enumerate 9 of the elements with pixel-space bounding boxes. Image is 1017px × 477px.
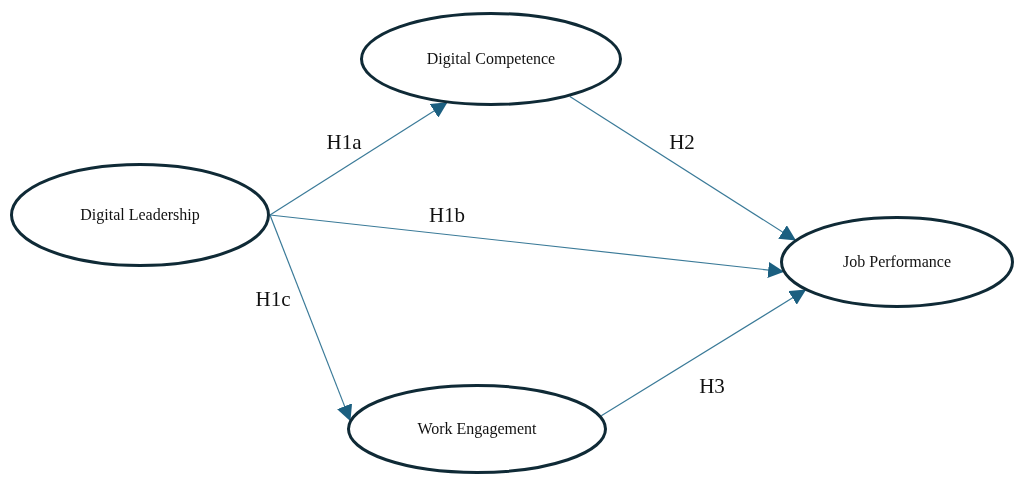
- node-label: Digital Competence: [426, 50, 556, 68]
- arrow: [600, 289, 807, 417]
- arrow: [269, 214, 785, 278]
- arrow: [269, 214, 353, 422]
- node-label: Digital Leadership: [80, 206, 200, 224]
- node-label: Work Engagement: [417, 420, 537, 438]
- node-label: Job Performance: [843, 253, 951, 271]
- arrow: [569, 95, 796, 241]
- arrow: [269, 102, 448, 216]
